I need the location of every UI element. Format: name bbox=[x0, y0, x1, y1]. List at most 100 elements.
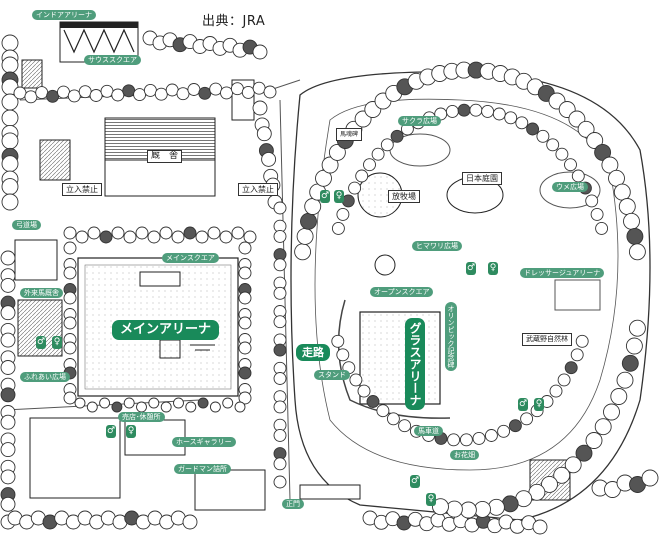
tree bbox=[273, 343, 287, 357]
guardman-label[interactable]: ガードマン詰所 bbox=[174, 464, 231, 474]
tree bbox=[263, 85, 277, 99]
tree bbox=[35, 86, 49, 100]
tree bbox=[195, 230, 209, 244]
tree bbox=[432, 498, 449, 516]
tree bbox=[300, 212, 317, 230]
tree bbox=[348, 181, 362, 195]
tree bbox=[160, 401, 172, 413]
tree bbox=[63, 341, 77, 355]
shop-rest-label[interactable]: 売店･休憩所 bbox=[118, 412, 165, 422]
tree bbox=[484, 429, 498, 442]
course-label[interactable]: 走路 bbox=[296, 344, 330, 361]
tree bbox=[445, 104, 459, 118]
tree bbox=[209, 82, 223, 96]
musashino-forest-label: 武蔵野自然林 bbox=[522, 333, 572, 346]
toilet-icon: ♂ bbox=[106, 425, 116, 438]
tree bbox=[123, 230, 137, 244]
toilet-icon: ♀ bbox=[52, 336, 62, 349]
course-track bbox=[337, 299, 451, 419]
tree bbox=[222, 397, 234, 409]
toilet-icon: ♂ bbox=[410, 475, 420, 488]
tree bbox=[363, 158, 376, 172]
tree bbox=[86, 401, 98, 413]
tree bbox=[238, 391, 252, 405]
tree bbox=[366, 395, 380, 408]
indoor-arena-label[interactable]: インドアアリーナ bbox=[32, 10, 96, 20]
toilet-icon: ♀ bbox=[334, 190, 344, 203]
tree bbox=[526, 122, 540, 136]
himawari-square-label[interactable]: ヒマワリ広場 bbox=[412, 241, 462, 251]
tree bbox=[336, 348, 350, 362]
tree bbox=[296, 227, 314, 245]
flower-field-label[interactable]: お花畑 bbox=[450, 450, 479, 460]
tree bbox=[252, 81, 266, 95]
small-building bbox=[21, 59, 43, 89]
toilet-icon: ♂ bbox=[36, 336, 46, 349]
tree bbox=[616, 371, 634, 389]
tree bbox=[575, 444, 593, 462]
toilet-icon: ♂ bbox=[518, 398, 528, 411]
tree bbox=[238, 366, 252, 380]
tree bbox=[89, 89, 103, 102]
tree bbox=[209, 401, 221, 413]
tree bbox=[24, 90, 38, 104]
tree bbox=[238, 341, 252, 355]
tree bbox=[564, 158, 577, 172]
tree bbox=[564, 456, 582, 474]
toilet-icon: ♀ bbox=[534, 398, 544, 411]
grass-arena-label[interactable]: グラスアリーナ bbox=[405, 318, 425, 410]
tree bbox=[273, 315, 287, 329]
ume-square-label[interactable]: ウメ広場 bbox=[552, 182, 588, 192]
tree bbox=[590, 207, 604, 221]
tree bbox=[273, 475, 287, 489]
tree bbox=[63, 241, 77, 255]
tree bbox=[321, 156, 339, 174]
tree bbox=[349, 373, 363, 387]
sakura-square-label[interactable]: サクラ広場 bbox=[398, 116, 441, 126]
tree bbox=[234, 401, 246, 413]
fureai-square-label[interactable]: ふれあい広場 bbox=[20, 372, 70, 382]
tree bbox=[136, 401, 147, 413]
horse-gallery-label[interactable]: ホースギャラリー bbox=[172, 437, 236, 447]
tree bbox=[273, 258, 287, 272]
gate bbox=[299, 484, 361, 500]
tree bbox=[1, 34, 19, 52]
main-gate-label[interactable]: 正門 bbox=[282, 499, 304, 509]
olympic-monument-label[interactable]: オリンピック記念碑 bbox=[445, 302, 457, 371]
tree bbox=[207, 226, 221, 240]
dressage-arena bbox=[554, 279, 601, 311]
stand-label[interactable]: スタンド bbox=[314, 370, 350, 380]
open-square-label[interactable]: オープンスクエア bbox=[370, 287, 434, 297]
tree bbox=[171, 230, 185, 244]
tree-cluster bbox=[0, 30, 659, 535]
tree bbox=[57, 85, 70, 99]
tree bbox=[331, 334, 345, 348]
ume-square bbox=[539, 171, 601, 209]
tree bbox=[0, 360, 16, 375]
toilet-icon: ♀ bbox=[426, 493, 436, 506]
tree bbox=[586, 132, 604, 149]
tree bbox=[1, 56, 19, 74]
tree bbox=[304, 198, 322, 215]
tree bbox=[123, 397, 135, 409]
tree bbox=[532, 519, 548, 535]
archery-building bbox=[14, 239, 58, 281]
tree bbox=[63, 226, 77, 240]
tree bbox=[135, 226, 149, 240]
toilet-icon: ♀ bbox=[488, 262, 498, 275]
visitor-stable-label[interactable]: 外来馬厩舎 bbox=[20, 288, 63, 298]
main-arena-label[interactable]: メインアリーナ bbox=[112, 320, 220, 340]
archery-label[interactable]: 弓道場 bbox=[12, 220, 41, 230]
tree bbox=[75, 230, 89, 244]
tree bbox=[618, 198, 636, 215]
tree bbox=[626, 227, 644, 245]
tree bbox=[341, 194, 355, 208]
tree bbox=[230, 82, 244, 96]
main-square-label[interactable]: メインスクエア bbox=[162, 253, 219, 263]
tree bbox=[143, 83, 157, 97]
dressage-arena-label[interactable]: ドレッサージュアリーナ bbox=[520, 268, 605, 278]
south-square-label[interactable]: サウススクエア bbox=[84, 55, 141, 65]
carriage-road-label[interactable]: 馬車道 bbox=[414, 426, 443, 436]
tree bbox=[111, 401, 123, 413]
tree bbox=[261, 151, 277, 167]
